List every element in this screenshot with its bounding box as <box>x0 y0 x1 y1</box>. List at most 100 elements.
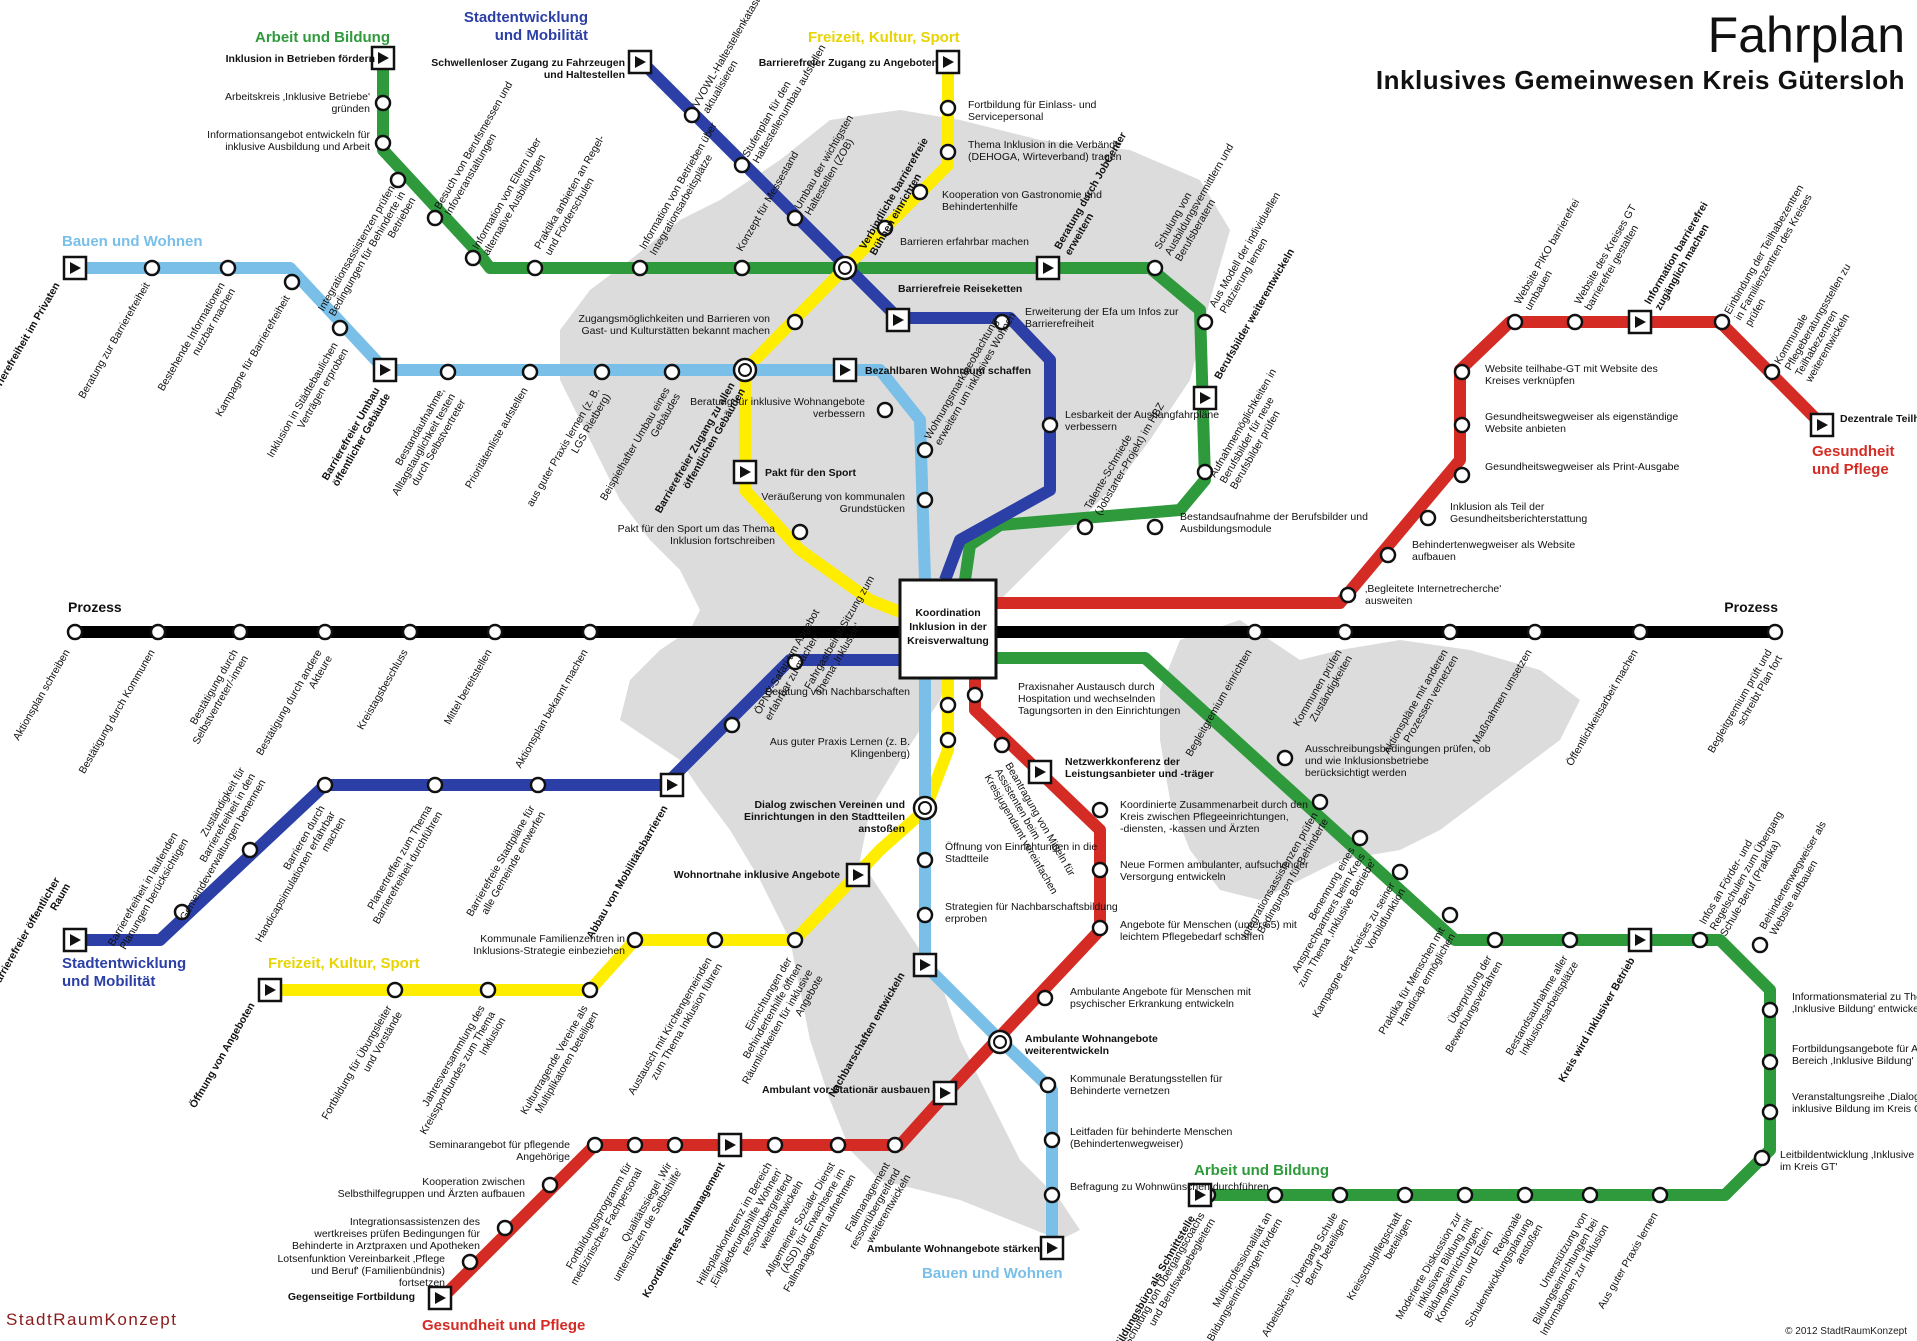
station-yb3 <box>479 981 497 999</box>
station-rb11 <box>829 1136 847 1154</box>
station-p12 <box>1631 623 1649 641</box>
label-g4: Integrationsassistenzen prüfenBedingunge… <box>316 183 419 325</box>
station-g2 <box>374 94 392 112</box>
label-line-rb7-0: Ambulante Angebote für Menschen mit <box>1070 986 1251 998</box>
process-left-label: Prozess <box>68 599 122 615</box>
label-line-rb4-1: Kreis zwischen Pflegeeinrichtungen, <box>1120 811 1289 823</box>
label-line-yb1-0: Öffnung von Angeboten <box>186 1000 257 1110</box>
station-rb10 <box>886 1136 904 1154</box>
label-line-b7-0: Lesbarkeit der Aushangfahrpläne <box>1065 409 1219 421</box>
label-line-gb11-0: Informationsmaterial zu Thema <box>1792 991 1917 1003</box>
label-line-rb4-0: Koordinierte Zusammenarbeit durch den <box>1120 799 1308 811</box>
label-line-y7-0: Zugangsmöglichkeiten und Barrieren von <box>579 313 771 325</box>
label-line-lb5-1: (Behindertenwegweiser) <box>1070 1138 1183 1150</box>
station-rb18 <box>496 1219 514 1237</box>
label-line-g4-1: Bedingungen für Behinderte in <box>327 189 408 318</box>
label-line-y5-0: Barrieren erfahrbar machen <box>900 236 1029 248</box>
hub-box <box>898 578 998 680</box>
label-line-p2-0: Bestätigung durch Kommunen <box>77 647 158 775</box>
label-l6: Barrierefreier Umbauöffentlicher Gebäude <box>320 385 393 488</box>
label-line-g3-0: Informationsangebot entwickeln für <box>207 129 370 141</box>
label-line-yb10-1: Klingenberg) <box>850 748 910 760</box>
interchange-inner-y8 <box>738 363 752 377</box>
station-sb6 <box>529 776 547 794</box>
label-line-rb1-2: Tagungsorten in den Einrichtungen <box>1018 705 1180 717</box>
station-y2 <box>939 99 957 117</box>
station-lb5 <box>1043 1131 1061 1149</box>
station-gb10 <box>1751 936 1769 954</box>
label-gb12: Fortbildungsangebote für Akteure imBerei… <box>1792 1043 1917 1067</box>
label-line-rb18-1: wertkreises prüfen Bedingungen für <box>313 1228 480 1240</box>
label-line-l2-0: Beratung zur Barrierefreiheit <box>76 280 152 400</box>
label-yb8: Wohnortnahe inklusive Angebote <box>674 869 840 881</box>
terminal-arrow-icon-r1 <box>1817 419 1828 431</box>
label-line-sb4-1: Handicapsimulationen erfahrbar <box>253 809 338 944</box>
label-r5: Website des Kreises GTbarrierefrei gesta… <box>1572 202 1650 312</box>
label-p1: Aktionsplan schreiben <box>11 647 73 742</box>
label-line-rb16-1: Angehörige <box>516 1151 570 1163</box>
station-l3 <box>219 259 237 277</box>
station-yb6 <box>706 931 724 949</box>
label-line-p13-0: Begleitgremium prüft und <box>1706 647 1775 755</box>
interchange-inner-y6 <box>838 261 852 275</box>
label-line-r6-0: Website PIKO barrierefrei <box>1512 197 1582 306</box>
station-l10 <box>663 363 681 381</box>
terminal-arrow-icon-b1 <box>635 56 646 68</box>
label-r3: Einbindung der Teilhabezentrenin Familie… <box>1722 183 1827 329</box>
label-line-b1-0: Schwellenloser Zugang zu Fahrzeugen <box>431 57 625 69</box>
station-yb7 <box>786 931 804 949</box>
label-line-yb10-0: Aus guter Praxis Lernen (z. B. <box>770 736 910 748</box>
station-rb14 <box>666 1136 684 1154</box>
label-l1: Barrierefreiheit im Privaten <box>0 281 63 404</box>
station-b4 <box>786 209 804 227</box>
label-line-r9-0: Gesundheitswegweiser als Print-Ausgabe <box>1485 461 1680 473</box>
terminal-arrow-icon-yb1 <box>265 984 276 996</box>
station-r8 <box>1453 416 1471 434</box>
label-line-rb8-0: Ambulante Wohnangebote <box>1025 1033 1158 1045</box>
label-line-b5-0: Barrierefreie Reiseketten <box>898 283 1022 295</box>
label-line-rb20-0: Gegenseitige Fortbildung <box>288 1291 415 1303</box>
label-line-y4-0: Kooperation von Gastronomie und <box>942 189 1102 201</box>
station-gb13 <box>1761 1103 1779 1121</box>
station-rb2 <box>993 736 1011 754</box>
station-rb12 <box>766 1136 784 1154</box>
name-blue-bottom-2: und Mobilität <box>62 973 155 990</box>
label-l8: Prioritätenliste aufstellen <box>463 385 531 490</box>
label-line-r3-1: in Familienzentren des Kreises <box>1733 192 1815 322</box>
name-blue-top-2: und Mobilität <box>495 27 588 44</box>
label-gb14: Leitbildentwicklung ‚Inklusive Bildungim… <box>1780 1149 1917 1173</box>
label-line-r12-1: ausweiten <box>1365 595 1412 607</box>
label-line-rb7-1: psychischer Erkrankung entwickeln <box>1070 998 1234 1010</box>
label-line-yb9-1: Einrichtungen in den Stadtteilen <box>744 811 905 823</box>
label-line-l12-0: Beratung für inklusive Wohnangebote <box>690 396 865 408</box>
label-yb10: Aus guter Praxis Lernen (z. B.Klingenber… <box>770 736 910 760</box>
station-l13 <box>916 441 934 459</box>
label-line-lb5-0: Leitfaden für behinderte Menschen <box>1070 1126 1232 1138</box>
label-line-r8-1: Website anbieten <box>1485 423 1566 435</box>
copyright: © 2012 StadtRaumKonzept <box>1785 1326 1907 1337</box>
terminal-arrow-icon-yb8 <box>853 869 864 881</box>
station-lb1 <box>916 851 934 869</box>
hub-label-1: Koordination <box>915 607 980 619</box>
label-line-r1-0: Dezentrale Teilhabezentren <box>1840 413 1917 425</box>
label-line-l14-0: Veräußerung von kommunalen <box>761 491 905 503</box>
label-line-lb6-0: Befragung zu Wohnwünschen durchführen <box>1070 1181 1269 1193</box>
label-line-g3-1: inklusive Ausbildung und Arbeit <box>225 141 370 153</box>
station-gb11 <box>1761 1001 1779 1019</box>
label-g14: Aufnahmemöglichkeiten inBerufsbilder für… <box>1207 367 1300 492</box>
label-line-g1-0: Inklusion in Betrieben fördern <box>226 53 375 65</box>
label-line-r3-0: Einbindung der Teilhabezentren <box>1722 183 1806 317</box>
station-lb4 <box>1039 1076 1057 1094</box>
label-line-yb11-0: Beratung von Nachbarschaften <box>765 686 910 698</box>
label-rb20: Gegenseitige Fortbildung <box>288 1291 415 1303</box>
label-line-g15-0: Bestandsaufnahme der Berufsbilder und <box>1180 511 1368 523</box>
label-line-y3-0: Thema Inklusion in die Verbände <box>968 139 1121 151</box>
label-line-rb19-1: und Beruf' (Familienbündnis) <box>311 1265 445 1277</box>
station-g11 <box>1146 259 1164 277</box>
